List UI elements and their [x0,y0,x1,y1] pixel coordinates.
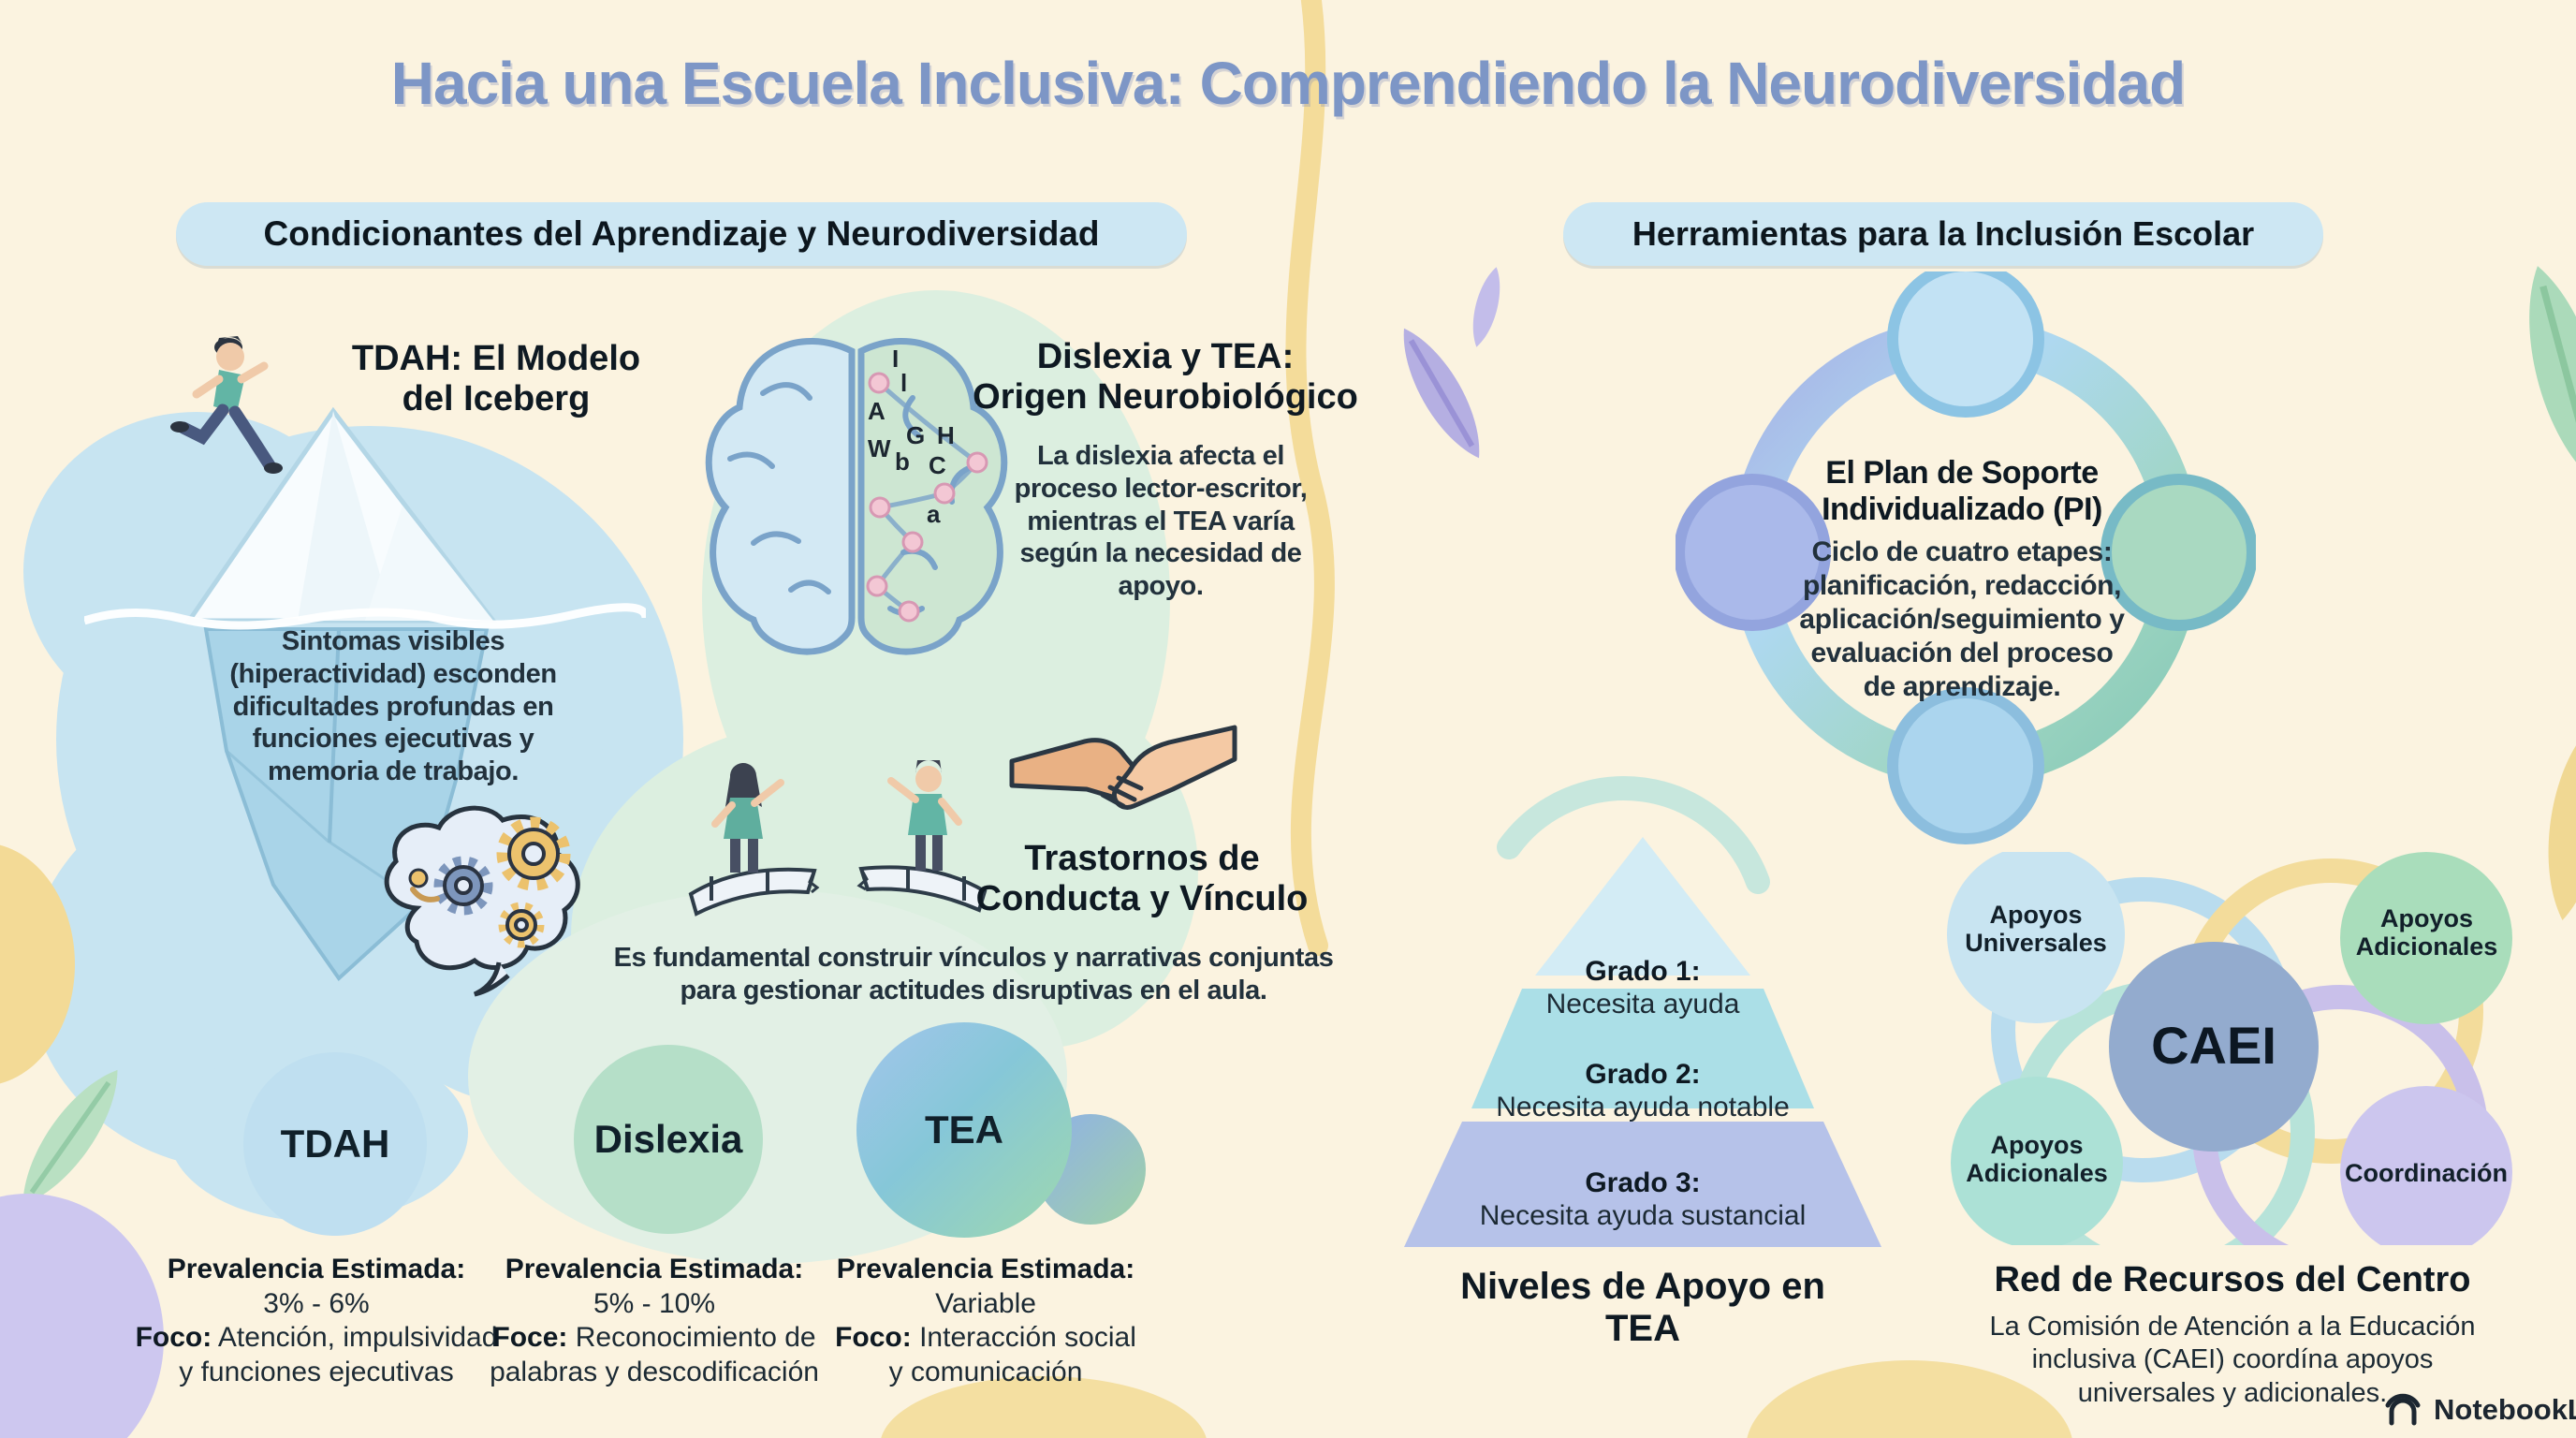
conduct-body: Es fundamental construir vínculos y narr… [613,943,1334,1005]
pi-node-top [1887,271,2044,418]
yellow-curve [1285,0,1335,956]
focus-text-2: y funciones ejecutivas [179,1356,454,1387]
iceberg-title: TDAH: El Modelo del Iceberg [351,339,641,419]
lavender-blob [0,1194,164,1438]
handshake-icon [1009,725,1237,810]
pyramid-title: Niveles de Apoyo en TEA [1460,1266,1825,1349]
pyramid-label-2: Grado 2: Necesita ayuda notable [1484,1058,1802,1124]
pi-node-bottom [1887,687,2044,844]
stat-circle-tea: TEA [856,1022,1072,1238]
svg-text:C: C [929,451,946,479]
network-body: La Comisión de Atención a la Educación i… [1989,1312,2476,1408]
yellow-blob-bottom-right [1747,1360,2072,1438]
notebooklm-logo-icon [2385,1393,2421,1426]
network-label-adicionales-top: Apoyos Adicionales [2355,904,2498,961]
svg-text:b: b [895,448,910,476]
pi-node-right [2100,474,2256,631]
caei-network-diagram [1947,852,2512,1245]
conduct-title: Trastornos de Conducta y Vínculo [975,839,1309,919]
prevalence-label: Prevalencia Estimada: [505,1254,804,1284]
right-section-header: Herramientas para la Inclusión Escolar [1563,202,2323,266]
pyramid-tier-2 [1471,989,1814,1108]
purple-leaf-icon [1403,267,1500,459]
pi-node-left [1676,474,1831,631]
svg-text:I: I [892,345,899,373]
grade-label: Grado 2: [1585,1059,1701,1090]
grade-label: Grado 3: [1585,1167,1701,1198]
brain-nodes [866,372,988,623]
grade-label: Grado 1: [1585,956,1701,987]
prevalence-value: 5% - 10% [593,1287,716,1319]
left-section-header: Condicionantes del Aprendizaje y Neurodi… [176,202,1187,266]
focus-label: Foce: [492,1322,568,1354]
stat-circle-tdah: TDAH [243,1052,427,1236]
focus-text-2: palabras y descodificación [490,1356,819,1387]
yellow-blob-left [0,844,75,1084]
pi-body: Ciclo de cuatro etapes: planificación, r… [1799,536,2125,702]
focus-label: Foco: [835,1322,912,1354]
network-label-universales: Apoyos Universales [1965,901,2107,958]
svg-text:H: H [937,421,955,449]
grade-desc: Necesita ayuda notable [1496,1092,1790,1123]
pyramid-tier-3 [1404,1122,1881,1247]
network-label-coordinacion: Coordinación [2345,1159,2508,1187]
page-title: Hacia una Escuela Inclusiva: Comprendien… [390,50,2186,117]
grade-desc: Necesita ayuda [1545,989,1740,1020]
network-node-adicionales-bottom [1951,1077,2123,1245]
svg-text:W: W [868,434,891,462]
pyramid-tier-1 [1535,837,1750,976]
prevalence-value: Variable [935,1287,1036,1319]
notebooklm-brand-text: NotebookLM [2434,1393,2576,1426]
network-label-caei: CAEI [2151,1016,2276,1075]
pi-title: El Plan de Soporte Individualizado (PI) [1822,455,2102,528]
yellow-blob-bottom-center [881,1376,1207,1438]
green-leaf-icon-bottom-left [22,1069,118,1206]
svg-text:A: A [868,397,886,425]
bridge-people-illustration [688,760,988,917]
stat-block-tdah: Prevalencia Estimada: 3% - 6% Foco: Aten… [115,1253,518,1389]
yellow-leaf-icon-right [2548,727,2576,920]
runner-illustration [170,336,283,474]
green-leaf-icon-right [2529,266,2576,483]
gears-brain-icon [384,805,580,997]
pi-cycle-diagram [1676,271,2256,844]
pyramid-label-1: Grado 1: Necesita ayuda [1507,955,1778,1021]
iceberg-body: Sintomas visibles (hiperactividad) escon… [229,626,557,787]
focus-label: Foco: [135,1322,212,1354]
network-node-caei [2109,942,2319,1152]
prevalence-label: Prevalencia Estimada: [167,1254,466,1284]
stat-block-dislexia: Prevalencia Estimada: 5% - 10% Foce: Rec… [462,1253,846,1389]
brain-letters: I l A W G H b C a [868,345,955,528]
grade-desc: Necesita ayuda sustancial [1479,1200,1807,1232]
prevalence-label: Prevalencia Estimada: [836,1254,1135,1284]
network-node-universales [1947,852,2125,1023]
notebooklm-brand: NotebookLM [2385,1391,2576,1429]
iceberg-illustration [84,406,646,982]
svg-text:l: l [900,369,907,397]
stat-circle-dislexia: Dislexia [574,1045,763,1234]
stat-block-tea: Prevalencia Estimada: Variable Foco: Int… [798,1253,1173,1389]
focus-text: Reconocimiento de [575,1322,816,1354]
brain-illustration: I l A W G H b C a [705,338,1008,655]
tea-support-pyramid [1404,837,1881,1247]
svg-text:a: a [927,500,941,528]
dyslexia-tea-body: La dislexia afecta el proceso lector-esc… [1014,441,1308,602]
focus-text: Interacción social [919,1322,1136,1354]
network-node-adicionales-top [2340,852,2512,1024]
focus-text-2: y comunicación [888,1356,1083,1387]
svg-text:G: G [906,421,925,449]
network-title: Red de Recursos del Centro [1994,1260,2471,1299]
network-label-adicionales-bottom: Apoyos Adicionales [1966,1131,2108,1188]
focus-text: Atención, impulsividad [217,1322,498,1354]
dyslexia-tea-title: Dislexia y TEA: Origen Neurobiológico [973,337,1358,418]
pyramid-label-3: Grado 3: Necesita ayuda sustancial [1460,1167,1825,1233]
teal-arc [1497,776,1770,894]
prevalence-value: 3% - 6% [263,1287,370,1319]
network-node-coordinacion [2340,1086,2512,1245]
